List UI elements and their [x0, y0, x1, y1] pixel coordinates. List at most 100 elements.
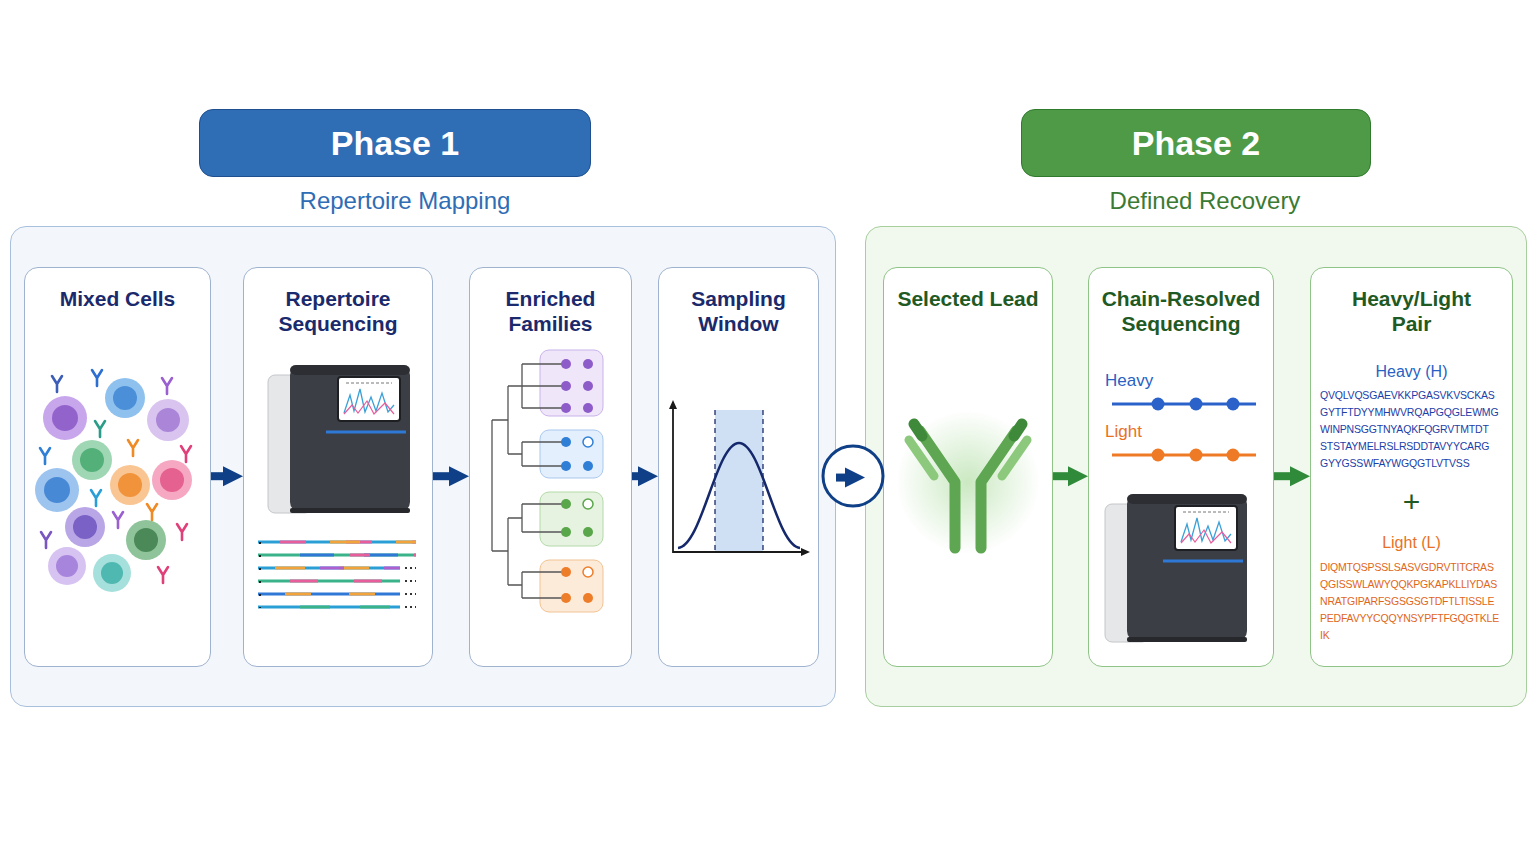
sequence-reads-part	[258, 606, 400, 609]
sampling-curve	[669, 400, 810, 556]
mixed-cells-part-part	[43, 396, 87, 440]
family-tree-part-part	[522, 364, 564, 408]
flow-arrow	[211, 472, 231, 480]
sequence-reads-part	[405, 580, 416, 582]
family-tree-part-part	[522, 572, 564, 598]
antibody-lead	[896, 410, 1040, 554]
family-tree-part-part	[583, 359, 593, 369]
sequence-reads-part	[258, 567, 400, 570]
chain-tracks-part	[1152, 449, 1165, 462]
step-card: Sampling Window	[658, 267, 819, 667]
family-tree-part-part	[561, 403, 571, 413]
mixed-cells-part-part	[113, 386, 137, 410]
sampling-curve-part	[678, 443, 800, 548]
sequence-reads-part	[258, 541, 416, 544]
family-tree-part	[561, 567, 593, 603]
step-card: Enriched Families	[469, 267, 632, 667]
chain-tracks-part	[1190, 449, 1203, 462]
mixed-cells-part	[95, 421, 105, 437]
family-tree-part-part	[492, 420, 508, 551]
mixed-cells-part-part	[72, 440, 112, 480]
family-tree-part-part	[561, 381, 571, 391]
sequence-reads-part	[330, 541, 416, 544]
family-tree-part-part	[561, 359, 571, 369]
phase-panel: Phase 2Defined RecoverySelected LeadChai…	[865, 226, 1527, 707]
sampling-curve-part	[673, 404, 806, 552]
mixed-cells-part	[105, 378, 145, 418]
sequence-reads-part	[300, 554, 416, 557]
family-tree-part-part	[583, 527, 593, 537]
phase-title-frame: Phase 2	[1021, 109, 1371, 177]
sequence-reads-part	[258, 580, 400, 583]
sequence-reads-part	[405, 567, 416, 569]
chain-heading: Light (L)	[1317, 533, 1506, 553]
mixed-cells-part	[126, 520, 166, 560]
family-tree-part-part	[583, 461, 593, 471]
card-title: Selected Lead	[890, 286, 1046, 311]
family-tree-part	[561, 499, 593, 537]
sequence-reads-part	[258, 593, 400, 596]
sampling-curve-part	[762, 410, 763, 552]
family-tree-part	[540, 350, 603, 416]
mixed-cells-part-part	[110, 465, 150, 505]
sequence-reads-part	[275, 567, 400, 570]
step-card: Mixed Cells	[24, 267, 211, 667]
chain-heading: Heavy (H)	[1317, 362, 1506, 382]
family-tree-part-part	[561, 593, 571, 603]
mixed-cells-part-part	[152, 460, 192, 500]
mixed-cells-part-part	[147, 399, 189, 441]
mixed-cells-part	[35, 468, 79, 512]
mixed-cells-part-part	[156, 408, 180, 432]
phase-subtitle-frame: Repertoire Mapping	[205, 183, 605, 219]
mixed-cells-part	[152, 460, 192, 500]
mixed-cells-part-part	[80, 448, 104, 472]
sequence-reads-part	[350, 554, 416, 557]
family-tree-part-part	[561, 567, 571, 577]
mixed-cells-part	[40, 448, 50, 464]
chain-tracks	[1112, 398, 1256, 462]
mixed-cells-part	[110, 465, 150, 505]
card-title: Mixed Cells	[31, 286, 204, 311]
mixed-cells-part	[93, 554, 131, 592]
sampling-curve-part	[714, 410, 715, 552]
mixed-cells-part	[147, 504, 157, 520]
sequence-reads-part	[259, 542, 261, 608]
sequence-reads-part	[290, 580, 400, 583]
family-tree-part	[583, 437, 593, 447]
sampling-curve-part	[669, 400, 810, 556]
sequence-reads-part	[258, 554, 416, 557]
antibody-lead-part	[920, 431, 1016, 548]
sequence-reads	[258, 542, 416, 608]
sequence-reads-part	[280, 541, 416, 544]
family-tree-part-part	[522, 442, 564, 466]
step-card: Repertoire Sequencing	[243, 267, 433, 667]
mixed-cells-part	[113, 512, 123, 528]
mixed-cells-part-part	[48, 547, 86, 585]
phase-panel: Phase 1Repertoire MappingMixed CellsRepe…	[10, 226, 836, 707]
mixed-cells	[35, 370, 192, 592]
flow-arrow	[1274, 472, 1298, 480]
mixed-cells-part-part	[160, 468, 184, 492]
family-tree-part	[561, 437, 593, 471]
family-tree-part	[492, 364, 564, 598]
mixed-cells-part-part	[105, 378, 145, 418]
phase-subtitle: Repertoire Mapping	[300, 186, 511, 216]
card-title: Sampling Window	[665, 286, 812, 336]
mixed-cells-part-part	[126, 520, 166, 560]
mixed-cells-part	[177, 524, 187, 540]
sequencer	[268, 365, 410, 513]
step-card: Heavy/Light PairHeavy (H)QVQLVQSGAEVKKPG…	[1310, 267, 1513, 667]
mixed-cells-part-part	[52, 405, 78, 431]
family-tree-part-part	[508, 386, 522, 454]
flow-arrow	[433, 472, 457, 480]
sequence-reads-part	[405, 606, 416, 608]
mixed-cells-part-part	[73, 515, 97, 539]
step-card: Chain-Resolved SequencingHeavyLight	[1088, 267, 1274, 667]
mixed-cells-part-part	[93, 554, 131, 592]
family-tree-part	[540, 560, 603, 612]
mixed-cells-part-part	[101, 562, 123, 584]
